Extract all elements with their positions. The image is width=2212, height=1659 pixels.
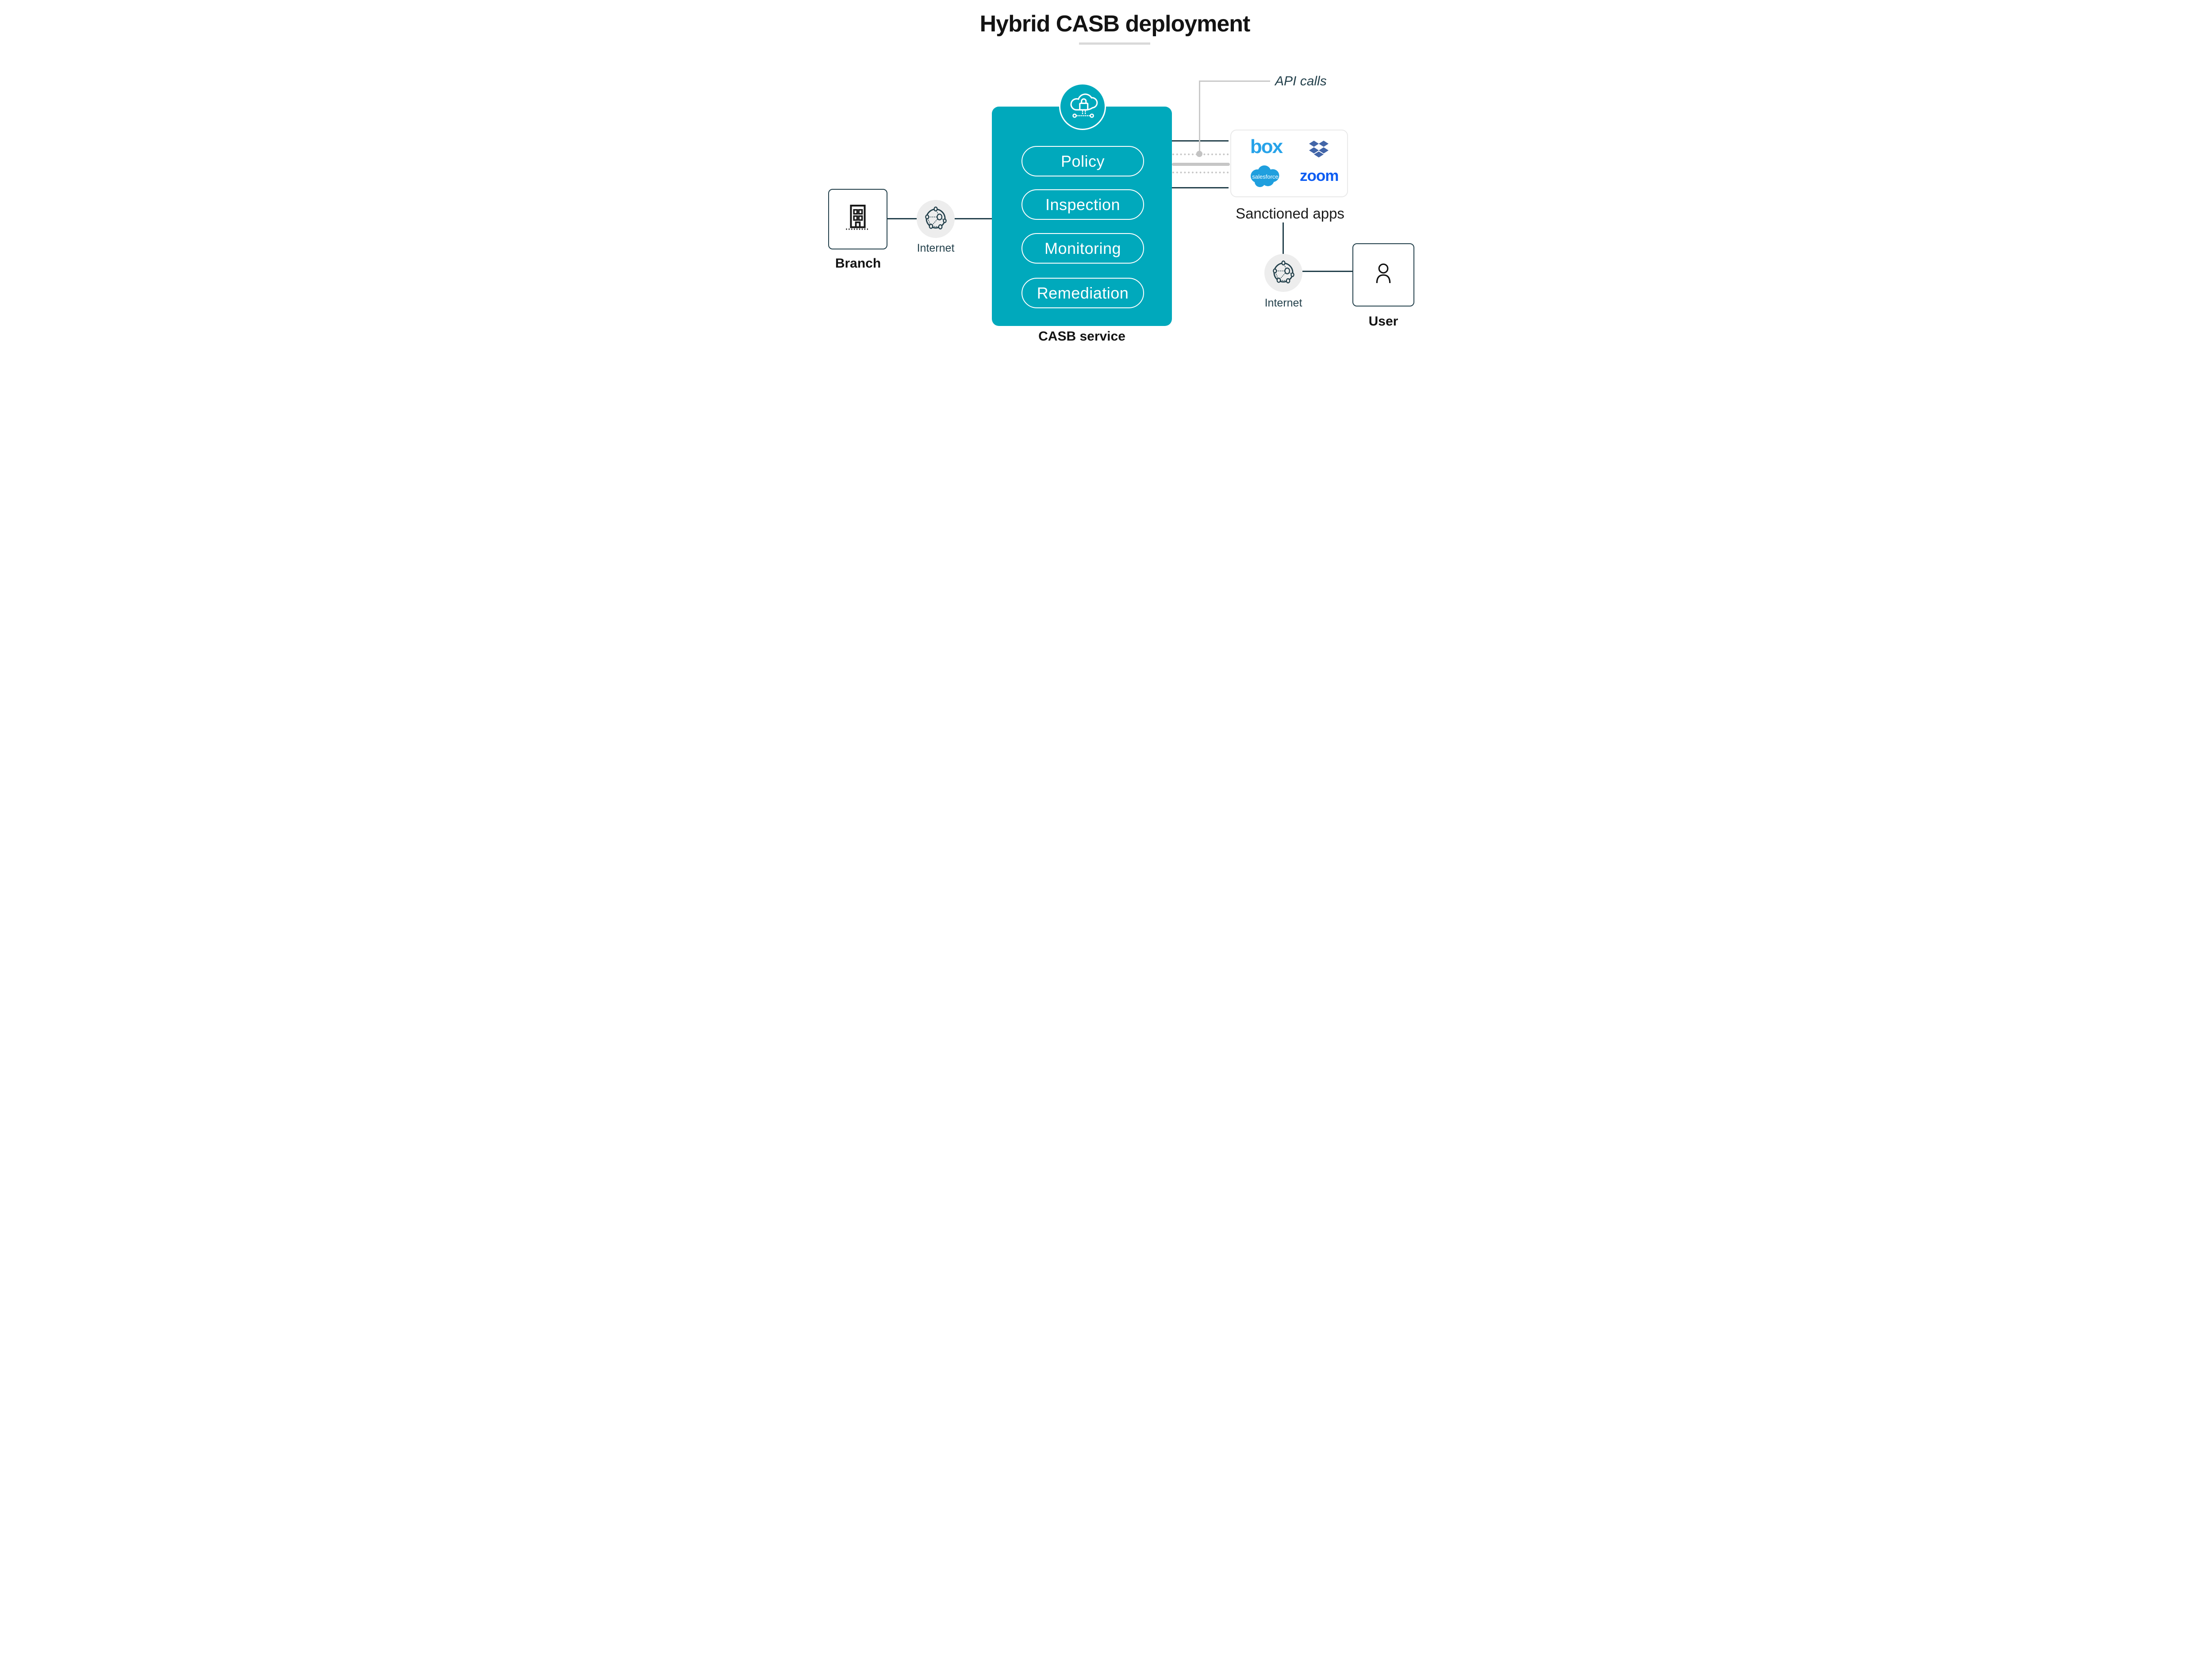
casb-service-label: CASB service bbox=[1038, 329, 1125, 344]
apps-internet-line bbox=[1283, 222, 1284, 254]
casb-apps-thick-line bbox=[1172, 163, 1230, 166]
internet-user-line bbox=[1302, 271, 1352, 272]
salesforce-logo-text: salesforce bbox=[1252, 173, 1278, 180]
network-globe-icon bbox=[922, 204, 949, 234]
zoom-logo: zoom bbox=[1300, 167, 1339, 184]
casb-apps-line-bottom bbox=[1172, 187, 1229, 188]
box-logo: box bbox=[1250, 136, 1283, 157]
internet-label-right: Internet bbox=[1264, 297, 1302, 309]
branch-node bbox=[828, 189, 887, 249]
dropbox-logo-icon bbox=[1309, 141, 1329, 161]
user-node bbox=[1352, 243, 1414, 307]
sanctioned-apps-label: Sanctioned apps bbox=[1236, 205, 1344, 222]
user-label: User bbox=[1368, 314, 1398, 329]
network-globe-icon bbox=[1270, 258, 1297, 288]
casb-apps-dotted-line-2 bbox=[1172, 172, 1229, 173]
title-underline bbox=[1079, 42, 1150, 45]
person-icon bbox=[1368, 258, 1399, 291]
casb-pill-remediation: Remediation bbox=[1022, 278, 1144, 308]
building-icon bbox=[841, 201, 874, 238]
internet-node-left bbox=[917, 200, 955, 238]
sanctioned-apps-card: box salesforce zoom bbox=[1230, 130, 1348, 197]
branch-label: Branch bbox=[835, 256, 881, 271]
internet-label-left: Internet bbox=[917, 242, 955, 254]
salesforce-logo-icon: salesforce bbox=[1248, 164, 1283, 192]
api-calls-label: API calls bbox=[1275, 74, 1327, 88]
api-calls-vertical-line bbox=[1199, 80, 1200, 152]
casb-apps-line-top bbox=[1172, 140, 1229, 142]
casb-service-box: Policy Inspection Monitoring Remediation bbox=[992, 107, 1172, 326]
api-calls-horizontal-line bbox=[1199, 80, 1270, 82]
page-title: Hybrid CASB deployment bbox=[979, 11, 1251, 37]
api-calls-endpoint-dot bbox=[1196, 151, 1202, 157]
cloud-lock-icon bbox=[1065, 88, 1100, 125]
internet-node-right bbox=[1264, 254, 1302, 292]
cloud-lock-badge bbox=[1059, 83, 1106, 130]
casb-pill-policy: Policy bbox=[1022, 146, 1144, 176]
diagram-canvas: Hybrid CASB deployment Branch bbox=[765, 0, 1447, 383]
casb-pill-inspection: Inspection bbox=[1022, 189, 1144, 220]
casb-pill-monitoring: Monitoring bbox=[1022, 233, 1144, 264]
